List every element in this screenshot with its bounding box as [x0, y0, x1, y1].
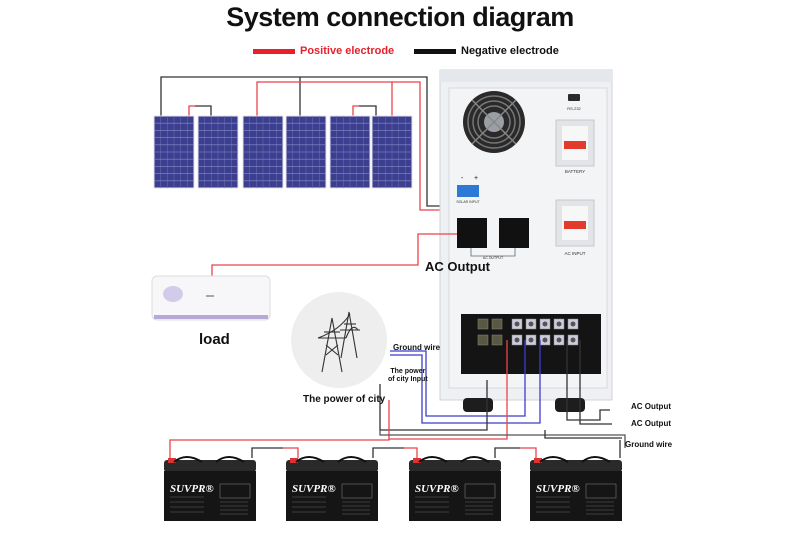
battery-wiring — [169, 439, 621, 458]
legend-positive-label: Positive electrode — [300, 45, 395, 57]
solar-panel — [242, 115, 284, 189]
battery-link-1-neg — [251, 447, 283, 458]
battery-brand: SUVPR® — [536, 483, 580, 495]
terminal-screw — [567, 318, 579, 330]
ac-out-right-1 — [566, 340, 610, 421]
battery-label: BATTERY — [565, 169, 585, 174]
diagram-title: System connection diagram — [226, 2, 574, 32]
solar-input-label: SOLAR INPUT — [456, 200, 480, 204]
terminal-screw — [525, 318, 537, 330]
terminal-screw — [511, 334, 523, 346]
terminal-screw — [567, 334, 579, 346]
battery: SUVPR® — [409, 456, 501, 521]
terminal-screw — [511, 318, 523, 330]
panel-jumper-2-neg — [359, 105, 377, 116]
rs232-label: RS-232 — [567, 106, 581, 111]
inverter-foot-right — [555, 398, 585, 412]
power-tower-icon — [317, 311, 360, 373]
inverter: RS-232 BATTERY - + SOLAR INPUT AC OUTPUT… — [439, 69, 613, 412]
inverter-top-rail — [440, 70, 612, 82]
city-input-wire — [390, 340, 541, 424]
terminal-screw — [553, 334, 565, 346]
ground-wire-label-left: Ground wire — [393, 343, 441, 352]
panel-jumper-1-pos — [188, 105, 195, 116]
city-power-circle — [291, 292, 387, 388]
battery-breaker-switch — [564, 141, 586, 149]
legend-negative: Negative electrode — [414, 45, 559, 57]
terminal-screw — [553, 318, 565, 330]
fan-icon — [463, 91, 525, 153]
solar-panel — [153, 115, 195, 189]
ground-wire-right-label: Ground wire — [625, 440, 673, 449]
battery: SUVPR® — [530, 456, 622, 521]
air-conditioner-icon — [151, 275, 271, 321]
pos-to-inverter — [388, 340, 508, 440]
load-label: load — [199, 331, 230, 348]
legend-positive: Positive electrode — [253, 45, 394, 57]
solar-negative-wire — [160, 76, 458, 207]
positive-swatch — [253, 48, 295, 54]
battery-link-2-neg — [372, 447, 404, 458]
battery-link-1-pos — [283, 447, 299, 458]
battery-brand: SUVPR® — [415, 483, 459, 495]
terminal-screw — [491, 318, 503, 330]
battery-link-2-pos — [404, 447, 418, 458]
ac-output-socket-1 — [457, 218, 487, 248]
solar-panel — [285, 115, 327, 189]
solar-panel — [197, 115, 239, 189]
ac-input-label: AC INPUT — [564, 251, 585, 256]
solar-wiring — [160, 76, 463, 211]
ac-output-right-2-label: AC Output — [631, 419, 671, 428]
ac-output-label: AC Output — [425, 259, 490, 274]
solar-minus-label: - — [461, 175, 464, 182]
battery-link-3-pos — [520, 447, 537, 458]
solar-panel — [329, 115, 371, 189]
city-input-label-line1: The power — [390, 368, 426, 375]
bottom-wiring — [379, 340, 626, 448]
legend-negative-label: Negative electrode — [461, 45, 559, 57]
terminal-screw — [477, 318, 489, 330]
terminal-screw — [539, 334, 551, 346]
ac-output-panel-label: AC OUTPUT — [483, 256, 504, 260]
panel-jumper-2-pos — [352, 105, 359, 116]
ac-out-right-2 — [579, 340, 612, 425]
ground-wire-right — [544, 430, 622, 439]
ac-input-breaker-switch — [564, 221, 586, 229]
ac-output-socket-2 — [499, 218, 529, 248]
ac-output-right-1-label: AC Output — [631, 402, 671, 411]
rs232-port — [568, 94, 580, 101]
panel-jumper-1-neg — [195, 105, 212, 116]
city-input-label-line2: of city Input — [388, 376, 428, 383]
negative-swatch — [414, 48, 456, 54]
solar-panel — [371, 115, 413, 189]
load-wire — [211, 233, 457, 276]
inverter-foot-left — [463, 398, 493, 412]
city-input-label: The power of city Input — [388, 368, 428, 384]
solar-panels — [153, 115, 413, 189]
battery: SUVPR® — [164, 456, 256, 521]
battery-pos-main — [169, 439, 390, 458]
terminal-screw — [477, 334, 489, 346]
solar-positive-wire — [256, 81, 463, 211]
terminals — [477, 318, 579, 346]
neg-main-wire — [379, 430, 626, 448]
city-power-label: The power of city — [303, 394, 386, 405]
terminal-screw — [525, 334, 537, 346]
ground-wire-left — [390, 340, 526, 417]
battery-brand: SUVPR® — [170, 483, 214, 495]
battery-link-3-neg — [494, 447, 520, 458]
solar-plus-label: + — [474, 175, 478, 182]
battery-brand: SUVPR® — [292, 483, 336, 495]
batteries: SUVPR® SUVPR® SUVPR® SUVPR® — [164, 456, 622, 521]
battery: SUVPR® — [286, 456, 378, 521]
neg-to-inverter — [379, 380, 488, 431]
terminal-screw — [491, 334, 503, 346]
solar-input-connector — [457, 185, 479, 197]
terminal-screw — [539, 318, 551, 330]
